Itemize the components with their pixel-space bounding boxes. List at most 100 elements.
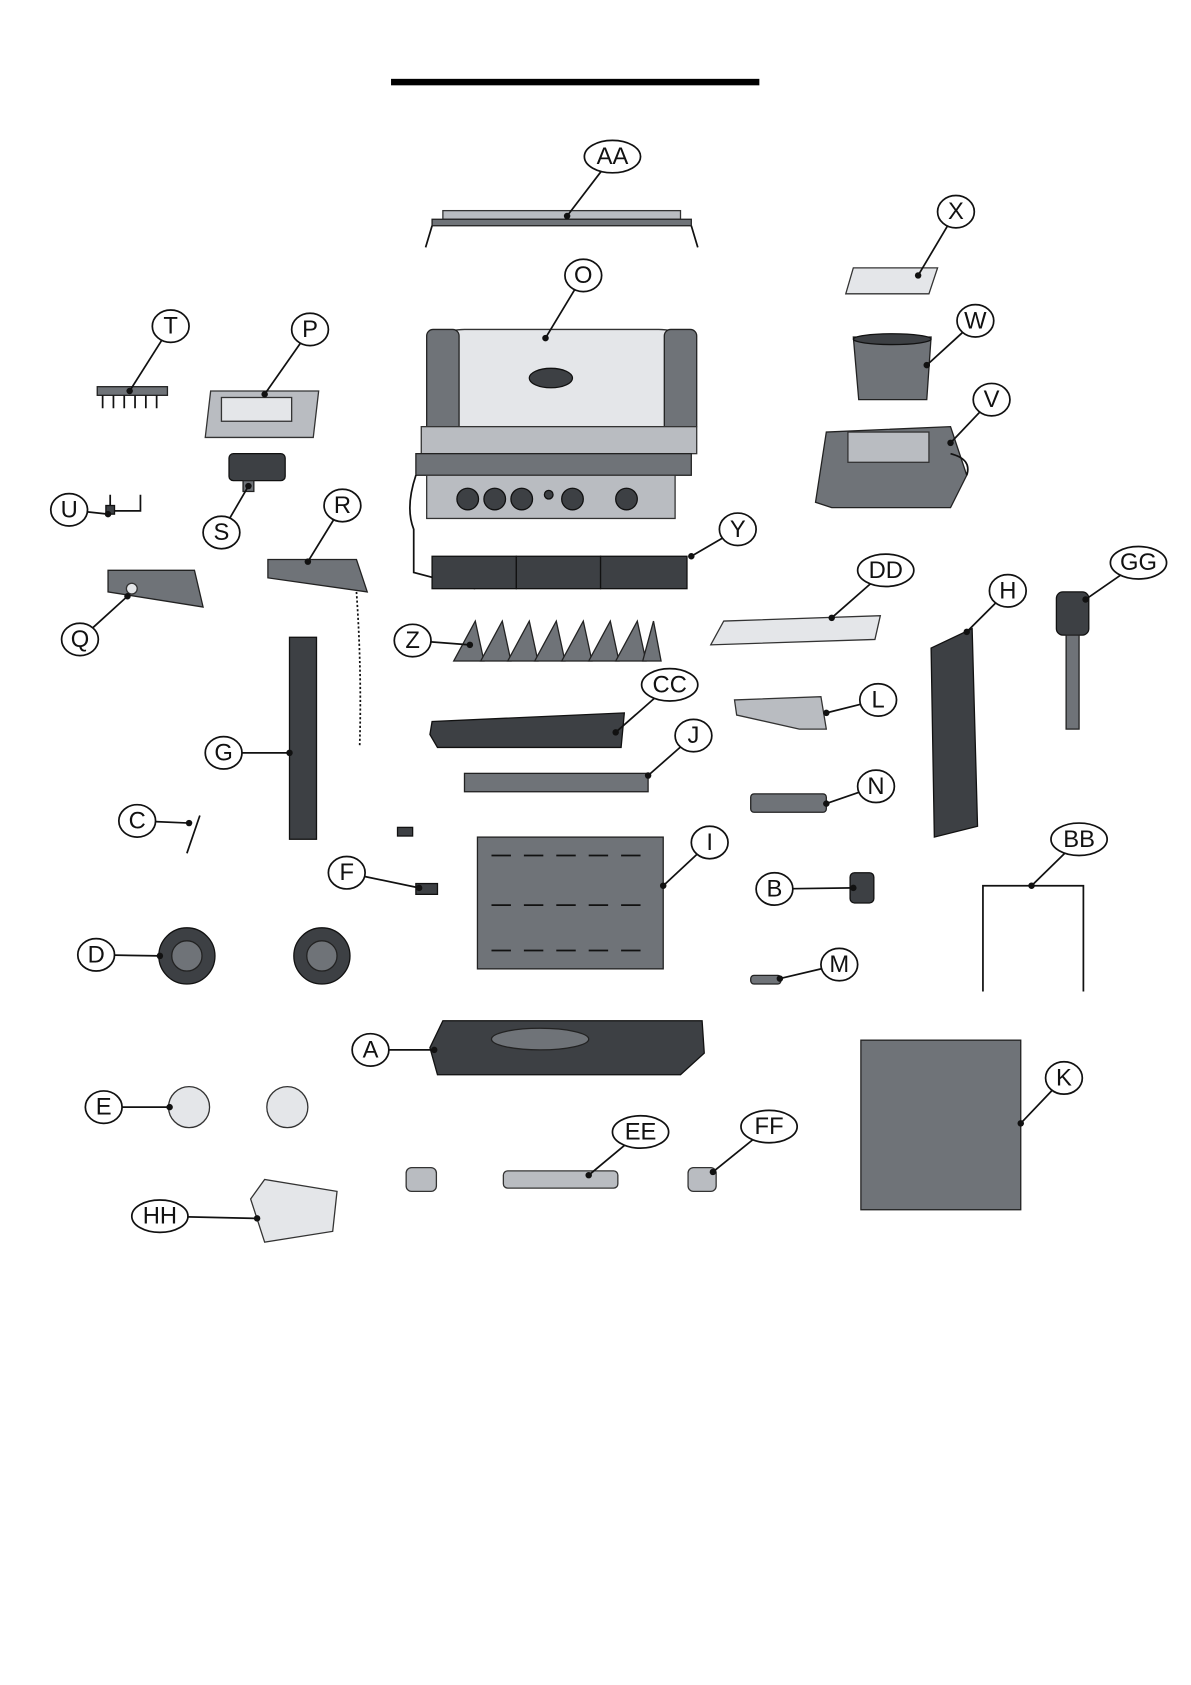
callout-hh: HH — [130, 1199, 261, 1234]
leader-line — [826, 703, 861, 714]
part-gg-rotisserie-handle — [1055, 591, 1090, 730]
part-ee-tube — [502, 1170, 619, 1189]
callout-label: L — [872, 686, 885, 713]
leader-dot — [466, 641, 474, 649]
leader-dot — [156, 952, 164, 960]
callout-oval — [1109, 545, 1168, 580]
callout-label: N — [867, 773, 884, 800]
part-aa-warming-rack — [424, 209, 699, 248]
part-g-leg — [288, 636, 318, 840]
callout-label: S — [214, 519, 230, 546]
leader-line — [263, 342, 302, 395]
part-m-pin — [750, 974, 782, 985]
callout-b: B — [755, 871, 857, 907]
leader-dot — [850, 884, 857, 892]
callout-label: D — [88, 941, 105, 968]
leader-dot — [104, 510, 112, 518]
callout-a: A — [351, 1032, 438, 1067]
leader-dot — [166, 1103, 173, 1111]
leader-line — [779, 967, 822, 980]
leader-dot — [124, 592, 131, 600]
leader-dot — [542, 334, 549, 342]
leader-dot — [659, 882, 667, 889]
callout-label: W — [964, 307, 987, 334]
part-u-bracket — [105, 494, 142, 515]
callout-oval — [936, 194, 976, 229]
leader-dot — [612, 729, 619, 736]
leader-line — [826, 791, 860, 805]
leader-line — [917, 225, 949, 276]
leader-line — [544, 289, 576, 339]
leader-dot — [963, 628, 970, 636]
callout-m: M — [776, 947, 859, 982]
callout-oval — [988, 573, 1028, 608]
leader-line — [588, 1144, 626, 1176]
callout-s: S — [202, 482, 252, 550]
leader-dot — [644, 772, 652, 779]
part-f-clip — [415, 882, 439, 895]
callout-label: T — [163, 313, 178, 340]
callout-oval — [740, 1109, 799, 1144]
leader-dot — [261, 391, 268, 398]
callout-oval — [856, 769, 896, 804]
callout-w: W — [923, 303, 995, 369]
callout-d: D — [76, 937, 164, 972]
callout-n: N — [823, 769, 896, 807]
leader-dot — [304, 558, 312, 565]
callout-label: HH — [143, 1203, 177, 1230]
parts-drawings — [96, 209, 1090, 1243]
callout-c: C — [117, 803, 193, 838]
callout-oval — [327, 855, 366, 890]
part-j-tray — [463, 772, 649, 793]
callout-j: J — [644, 718, 713, 779]
leader-line — [364, 875, 420, 889]
callout-label: H — [999, 577, 1016, 604]
leader-line — [662, 853, 698, 887]
callout-oval — [130, 1199, 189, 1234]
callout-label: V — [984, 386, 1000, 413]
part-i-door-panel — [476, 836, 664, 970]
callout-i: I — [659, 825, 729, 889]
callout-label: Y — [730, 516, 746, 543]
leader-dot — [828, 614, 835, 622]
callout-label: O — [574, 262, 592, 289]
callout-oval — [151, 309, 190, 344]
callout-cc: CC — [612, 667, 699, 736]
callout-oval — [204, 735, 243, 770]
part-small-clip — [396, 826, 414, 837]
callout-label: C — [129, 807, 146, 834]
callout-oval — [856, 553, 915, 588]
callout-y: Y — [688, 512, 757, 560]
leader-line — [87, 510, 109, 515]
callout-label: Z — [405, 627, 420, 654]
callout-ff: FF — [709, 1109, 799, 1176]
leader-line — [566, 170, 602, 217]
callout-z: Z — [393, 623, 474, 658]
leader-line — [155, 820, 190, 824]
part-e-caps — [167, 1085, 309, 1129]
callout-label: X — [948, 198, 964, 225]
leader-dot — [823, 709, 830, 717]
leader-line — [615, 697, 655, 733]
callout-label: AA — [597, 143, 629, 170]
callout-label: E — [96, 1094, 112, 1121]
callout-q: Q — [60, 592, 131, 657]
leader-line — [92, 595, 129, 629]
callout-p: P — [261, 312, 330, 398]
leader-dot — [947, 439, 954, 447]
callout-label: R — [334, 492, 351, 519]
part-q-panel — [107, 569, 204, 608]
part-r-panel — [267, 558, 369, 746]
leader-dot — [245, 482, 252, 490]
callout-label: EE — [625, 1118, 657, 1145]
leader-line — [647, 746, 682, 777]
part-ff-spacers — [405, 1166, 717, 1193]
leader-line — [229, 485, 250, 519]
callout-oval — [49, 492, 89, 527]
callout-r: R — [304, 488, 362, 565]
callout-gg: GG — [1082, 545, 1168, 603]
part-a-base — [429, 1020, 705, 1076]
leader-dot — [286, 749, 293, 757]
callout-g: G — [204, 735, 293, 770]
